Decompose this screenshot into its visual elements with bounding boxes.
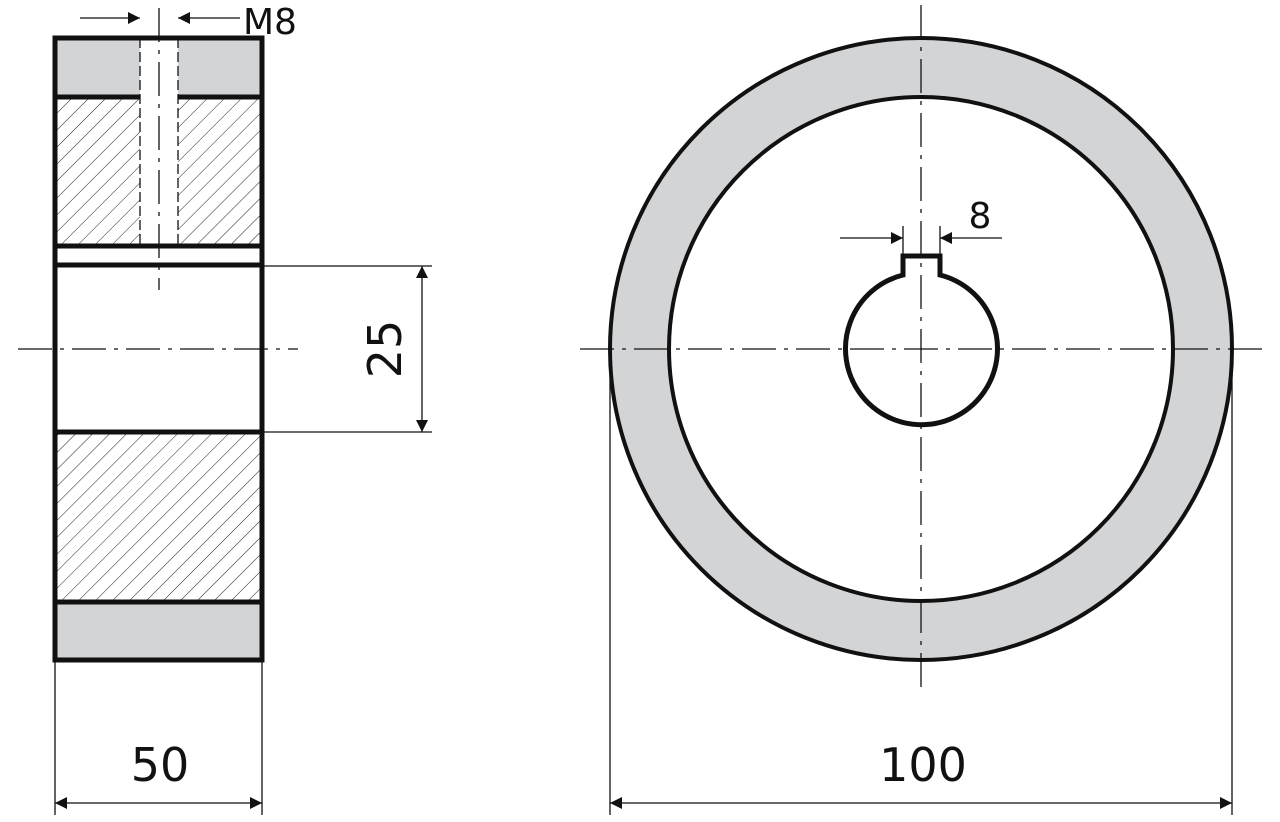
lower-hatched-section: [55, 432, 262, 602]
side-view: M8 25 50: [18, 2, 432, 815]
bore-dimension: 25: [358, 320, 412, 379]
keyway-dimension: 8: [969, 196, 992, 237]
keyed-bore: [843, 253, 1000, 428]
width-dimension: 50: [131, 738, 190, 792]
diameter-dimension: 100: [879, 738, 967, 792]
front-view: 8 100: [580, 5, 1264, 815]
thread-label: M8: [243, 2, 297, 43]
bottom-gray-band: [55, 602, 262, 660]
